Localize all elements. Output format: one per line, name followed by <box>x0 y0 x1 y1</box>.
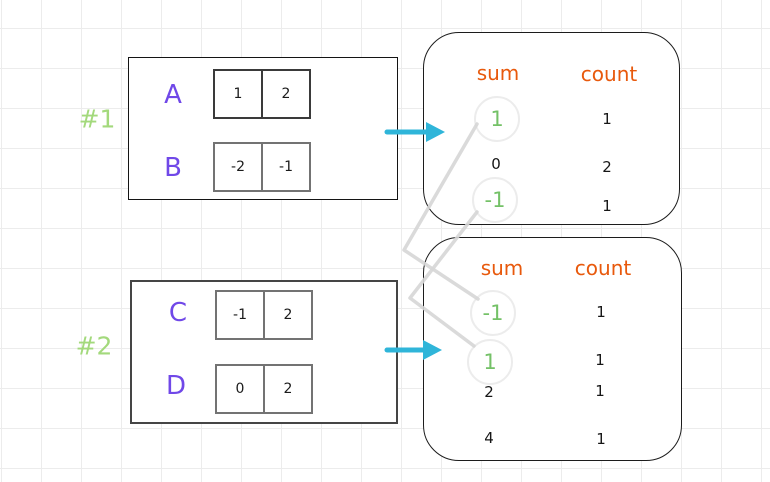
sum-value: -1 <box>470 290 516 336</box>
array-cell: 0 <box>215 364 265 414</box>
array-cell: -2 <box>213 142 263 192</box>
count-value: 2 <box>602 158 612 176</box>
array-cell: -1 <box>261 142 311 192</box>
array-cell: 1 <box>213 69 263 119</box>
array-box-1: A 1 2 B -2 -1 <box>128 57 398 200</box>
sum-value: 4 <box>484 429 494 447</box>
array-cell: 2 <box>261 69 311 119</box>
array-b-cells: -2 -1 <box>213 142 311 192</box>
array-name-c: C <box>168 298 188 328</box>
sum-value: 1 <box>467 339 513 385</box>
array-name-a: A <box>164 80 182 110</box>
result-table-1: sum count 1 1 0 2 -1 1 <box>423 32 680 225</box>
count-value: 1 <box>596 430 606 448</box>
example-2-label: #2 <box>75 331 113 361</box>
count-value: 1 <box>595 351 605 369</box>
sum-value: 0 <box>491 155 501 173</box>
sum-header: sum <box>476 61 520 85</box>
array-d-cells: 0 2 <box>215 364 313 414</box>
count-header: count <box>574 256 632 280</box>
sum-header: sum <box>480 256 524 280</box>
count-value: 1 <box>595 382 605 400</box>
array-c-cells: -1 2 <box>215 290 313 340</box>
count-value: 1 <box>602 110 612 128</box>
sum-value: 2 <box>484 383 494 401</box>
sum-value: -1 <box>472 177 518 223</box>
array-cell: 2 <box>263 290 313 340</box>
count-value: 1 <box>602 197 612 215</box>
array-box-2: C -1 2 D 0 2 <box>130 280 398 424</box>
array-cell: -1 <box>215 290 265 340</box>
count-value: 1 <box>596 303 606 321</box>
array-a-cells: 1 2 <box>213 69 311 119</box>
array-cell: 2 <box>263 364 313 414</box>
array-name-b: B <box>164 153 182 183</box>
count-header: count <box>580 62 638 86</box>
example-1-label: #1 <box>78 104 116 134</box>
result-table-2: sum count -1 1 1 1 2 1 4 1 <box>423 237 682 461</box>
array-name-d: D <box>165 371 187 401</box>
sum-value: 1 <box>474 96 520 142</box>
